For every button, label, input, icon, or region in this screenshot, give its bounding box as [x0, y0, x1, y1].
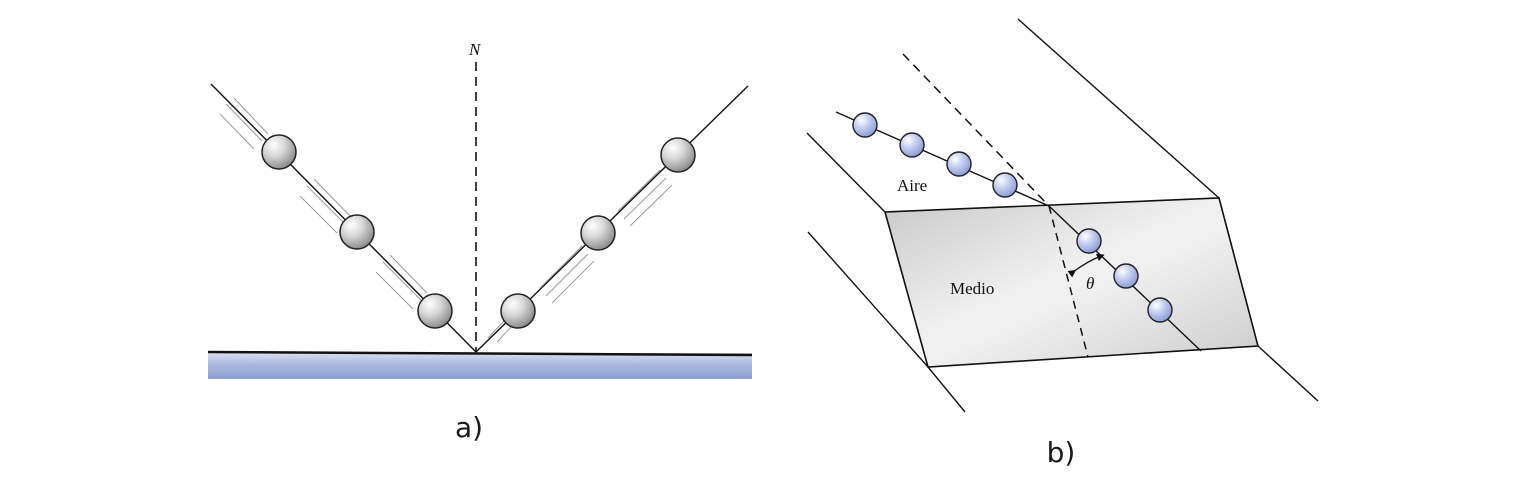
slab-bottom-left-edge — [807, 231, 929, 368]
panel-a: N — [207, 40, 753, 444]
incident-particle — [261, 134, 297, 170]
reflecting-surface — [208, 353, 752, 379]
slab-bottom-right-extension — [1257, 345, 1319, 402]
incident-particle — [417, 293, 453, 329]
medium-region — [883, 197, 1260, 368]
angle-arc — [1067, 253, 1105, 278]
slab-bottom-left-extension — [927, 366, 966, 413]
medium-particle — [1076, 228, 1102, 254]
reflected-particle — [660, 137, 696, 173]
slab-top-left-edge — [806, 132, 886, 213]
incident-particle — [339, 214, 375, 250]
medium-particle — [1113, 263, 1139, 289]
panel-b: Aire Medio θ b) — [806, 18, 1319, 469]
angle-label: θ — [1086, 274, 1094, 293]
reflected-particle — [500, 293, 536, 329]
normal-label: N — [468, 40, 482, 59]
incident-motion-streaks — [219, 97, 428, 310]
reflected-motion-streaks — [487, 169, 673, 343]
normal-line-medium — [1048, 205, 1089, 358]
medium-label: Medio — [950, 279, 994, 298]
surface-edge — [207, 350, 753, 357]
slab-top-right-edge — [1017, 18, 1220, 199]
air-particle — [946, 151, 972, 177]
normal-line-air — [902, 53, 1050, 207]
reflected-particle — [580, 215, 616, 251]
caption-b: b) — [1047, 436, 1076, 469]
air-particle — [992, 172, 1018, 198]
air-particle — [899, 132, 925, 158]
air-particle — [852, 112, 878, 138]
air-label: Aire — [897, 176, 927, 195]
caption-a: a) — [455, 411, 483, 444]
medium-particle — [1147, 297, 1173, 323]
